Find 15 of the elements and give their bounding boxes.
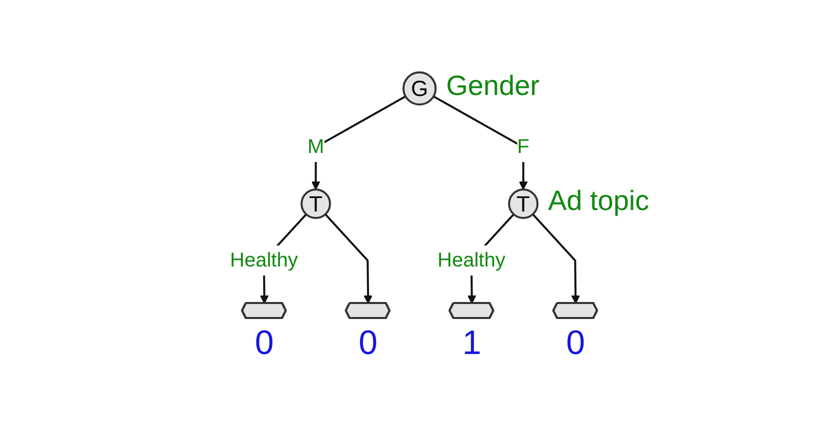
edge-label: F: [518, 136, 530, 158]
node-caption: Ad topic: [548, 187, 650, 216]
value-label: 1: [462, 326, 482, 360]
arrow: [325, 214, 373, 304]
edge-label: Healthy: [438, 250, 506, 272]
node-circle: G: [402, 71, 438, 106]
edge-label: Healthy: [230, 250, 298, 272]
value-label: 0: [566, 326, 586, 360]
node-caption: Gender: [446, 72, 540, 100]
edge-label: M: [308, 136, 325, 158]
node-circle: T: [508, 188, 539, 219]
arrow: [532, 214, 580, 304]
node-circle: T: [301, 188, 332, 219]
value-label: 0: [358, 326, 378, 360]
value-label: 0: [254, 326, 274, 360]
